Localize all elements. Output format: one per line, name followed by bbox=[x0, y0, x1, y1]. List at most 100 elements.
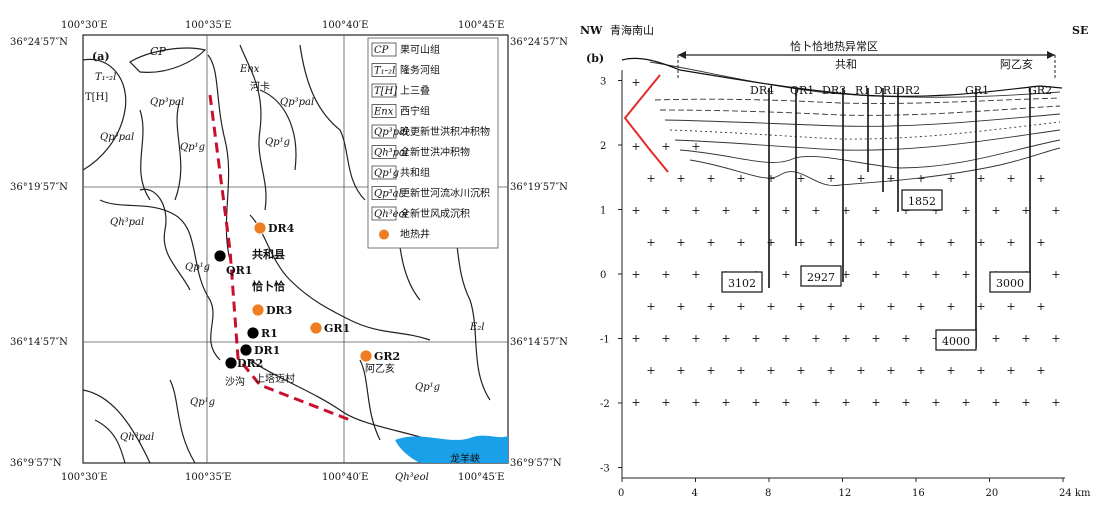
legend-swatch bbox=[371, 42, 397, 57]
surface-profile bbox=[621, 57, 1063, 97]
basement-cross: + bbox=[871, 332, 880, 345]
basement-cross: + bbox=[1021, 204, 1030, 217]
basement-cross: + bbox=[751, 204, 760, 217]
legend-text: 隆务河组 bbox=[400, 64, 440, 77]
legend-swatch bbox=[371, 206, 397, 221]
basement-cross: + bbox=[796, 236, 805, 249]
x-tick-label: 12 bbox=[839, 488, 852, 499]
basement-cross: + bbox=[901, 396, 910, 409]
basement-cross: + bbox=[1021, 332, 1030, 345]
x-tick-label: 8 bbox=[765, 488, 771, 499]
basement-cross: + bbox=[691, 140, 700, 153]
basement-cross: + bbox=[736, 172, 745, 185]
basement-cross: + bbox=[826, 172, 835, 185]
basement-cross: + bbox=[931, 396, 940, 409]
basement-cross: + bbox=[856, 236, 865, 249]
basement-cross: + bbox=[871, 204, 880, 217]
basement-cross: + bbox=[1021, 396, 1030, 409]
basement-cross: + bbox=[811, 332, 820, 345]
place-label: 共和县 bbox=[252, 247, 285, 261]
depth-value: 2927 bbox=[807, 271, 835, 284]
legend-text: 果可山组 bbox=[400, 43, 440, 56]
unit-label: Qp¹g bbox=[190, 397, 215, 408]
basement-cross: + bbox=[676, 172, 685, 185]
lon-label-top: 100°30′E bbox=[61, 20, 107, 31]
lon-label-top: 100°40′E bbox=[322, 20, 368, 31]
basement-cross: + bbox=[661, 140, 670, 153]
legend-well-symbol bbox=[379, 229, 389, 240]
legend-code: Qp³pal bbox=[374, 127, 408, 138]
basement-cross: + bbox=[826, 236, 835, 249]
basement-cross: + bbox=[676, 364, 685, 377]
lon-label-top: 100°45′E bbox=[458, 20, 504, 31]
basement-cross: + bbox=[1006, 172, 1015, 185]
y-tick-label: 3 bbox=[600, 77, 606, 88]
gonghe-label: 共和 bbox=[835, 58, 857, 71]
unit-label: T₁-₂l bbox=[95, 72, 116, 83]
basement-cross: + bbox=[946, 236, 955, 249]
panel-a-label: (a) bbox=[92, 50, 110, 63]
basement-cross: + bbox=[661, 396, 670, 409]
unit-label: E₂l bbox=[469, 322, 485, 333]
basement-cross: + bbox=[886, 364, 895, 377]
ayihai-label: 阿乙亥 bbox=[1000, 57, 1033, 71]
basement-cross: + bbox=[676, 236, 685, 249]
basement-cross: + bbox=[1036, 172, 1045, 185]
basement-cross: + bbox=[961, 396, 970, 409]
lat-label-right: 36°19′57″N bbox=[510, 182, 568, 193]
well-label: DR4 bbox=[750, 84, 774, 97]
well-marker bbox=[239, 343, 253, 357]
left-place-label: 青海南山 bbox=[610, 23, 654, 37]
basement-cross: + bbox=[916, 364, 925, 377]
well-label: R1 bbox=[261, 327, 278, 340]
basement-cross: + bbox=[901, 268, 910, 281]
legend-text: 全新世洪冲积物 bbox=[400, 146, 470, 159]
basement-cross: + bbox=[676, 300, 685, 313]
legend-swatch bbox=[371, 145, 397, 159]
x-tick-label: 24 km bbox=[1059, 488, 1091, 499]
basement-cross: + bbox=[796, 364, 805, 377]
arrow-head-right bbox=[1047, 51, 1055, 59]
basement-cross: + bbox=[646, 300, 655, 313]
legend-code: Enx bbox=[373, 107, 394, 118]
sediment-layers bbox=[649, 61, 1061, 187]
basement-cross: + bbox=[976, 236, 985, 249]
legend-text: 共和组 bbox=[400, 166, 430, 179]
basement-cross: + bbox=[796, 300, 805, 313]
basement-cross: + bbox=[916, 236, 925, 249]
fault-line bbox=[623, 74, 669, 173]
basement-cross: + bbox=[841, 396, 850, 409]
basement-cross: + bbox=[736, 300, 745, 313]
basement-cross: + bbox=[751, 332, 760, 345]
lat-label-right: 36°24′57″N bbox=[510, 37, 568, 48]
well-marker bbox=[251, 303, 265, 317]
basement-cross: + bbox=[811, 204, 820, 217]
place-label: 沙沟 bbox=[225, 375, 245, 388]
place-label: 上塔迈村 bbox=[255, 372, 295, 385]
unit-label: Qp¹g bbox=[415, 382, 440, 393]
unit-label: Qp¹g bbox=[265, 137, 290, 148]
well-label: R1 bbox=[855, 84, 870, 97]
y-tick-label: 0 bbox=[600, 270, 606, 281]
well-marker bbox=[253, 221, 267, 235]
basement-cross: + bbox=[631, 268, 640, 281]
basement-cross: + bbox=[631, 76, 640, 89]
basement-cross: + bbox=[871, 396, 880, 409]
basement-cross: + bbox=[961, 204, 970, 217]
well-label: GR2 bbox=[1028, 84, 1052, 97]
x-tick-label: 16 bbox=[912, 488, 925, 499]
well-marker bbox=[213, 249, 227, 263]
basement-cross: + bbox=[766, 300, 775, 313]
lon-label-bottom: 100°40′E bbox=[322, 472, 368, 483]
y-tick-label: -1 bbox=[600, 335, 610, 346]
basement-cross: + bbox=[1036, 300, 1045, 313]
basement-cross: + bbox=[736, 364, 745, 377]
legend-code: Qh³pal bbox=[374, 148, 408, 159]
lat-label-left: 36°9′57″N bbox=[10, 458, 62, 469]
basement-cross: + bbox=[1051, 204, 1060, 217]
